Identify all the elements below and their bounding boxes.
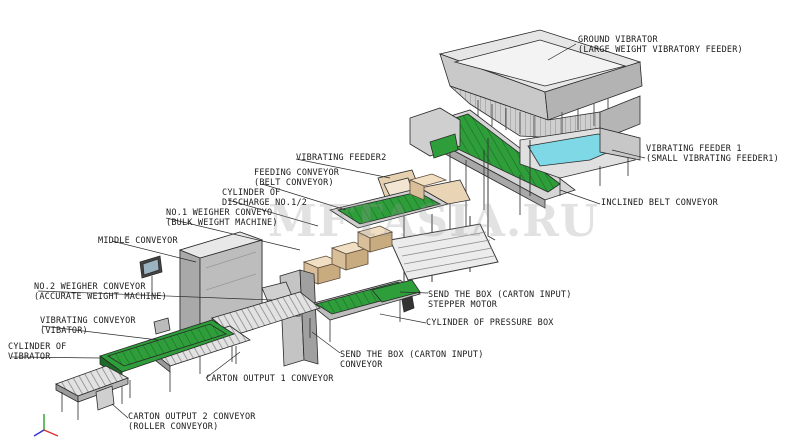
label-carton-output-2: CARTON OUTPUT 2 CONVEYOR(ROLLER CONVEYOR…	[128, 412, 256, 432]
leader-lines	[11, 43, 646, 419]
control-panel-screen	[139, 255, 163, 300]
label-middle-conveyor: MIDDLE CONVEYOR	[98, 236, 178, 246]
inclined-belt-conveyor	[409, 107, 576, 250]
label-vibrating-conveyor: VIBRATING CONVEYOR(VIBATOR)	[40, 316, 136, 336]
ground-vibrator	[438, 29, 643, 141]
label-carton-output-1: CARTON OUTPUT 1 CONVEYOR	[206, 374, 334, 384]
carton-input-conveyor	[309, 279, 421, 342]
label-cylinder-pressure-box: CYLINDER OF PRESSURE BOX	[426, 318, 554, 328]
label-feeding-conveyor: FEEDING CONVEYOR(BELT CONVEYOR)	[254, 168, 340, 188]
label-vibrating-feeder-1: VIBRATING FEEDER 1(SMALL VIBRATING FEEDE…	[646, 144, 779, 164]
support-frame	[389, 138, 531, 286]
carton-output-2-conveyor	[55, 365, 129, 420]
label-no1-weigher-conveyor: NO.1 WEIGHER CONVEYO(BULK WEIGHT MACHINE…	[166, 208, 278, 228]
axis-triad-icon	[33, 414, 59, 437]
label-no2-weigher-conveyor: NO.2 WEIGHER CONVEYOR(ACCURATE WEIGHT MA…	[34, 282, 167, 302]
label-ground-vibrator: GROUND VIBRATOR(LARGE WEIGHT VIBRATORY F…	[578, 35, 743, 55]
label-send-box-input-stepper: SEND THE BOX (CARTON INPUT)STEPPER MOTOR	[428, 290, 572, 310]
label-send-box-input-conveyor: SEND THE BOX (CARTON INPUT)CONVEYOR	[340, 350, 484, 370]
label-vibrating-feeder-2: VIBRATING FEEDER2	[296, 153, 387, 163]
label-inclined-belt-conveyor: INCLINED BELT CONVEYOR	[601, 198, 718, 208]
vibrating-feeder-1	[519, 127, 641, 196]
